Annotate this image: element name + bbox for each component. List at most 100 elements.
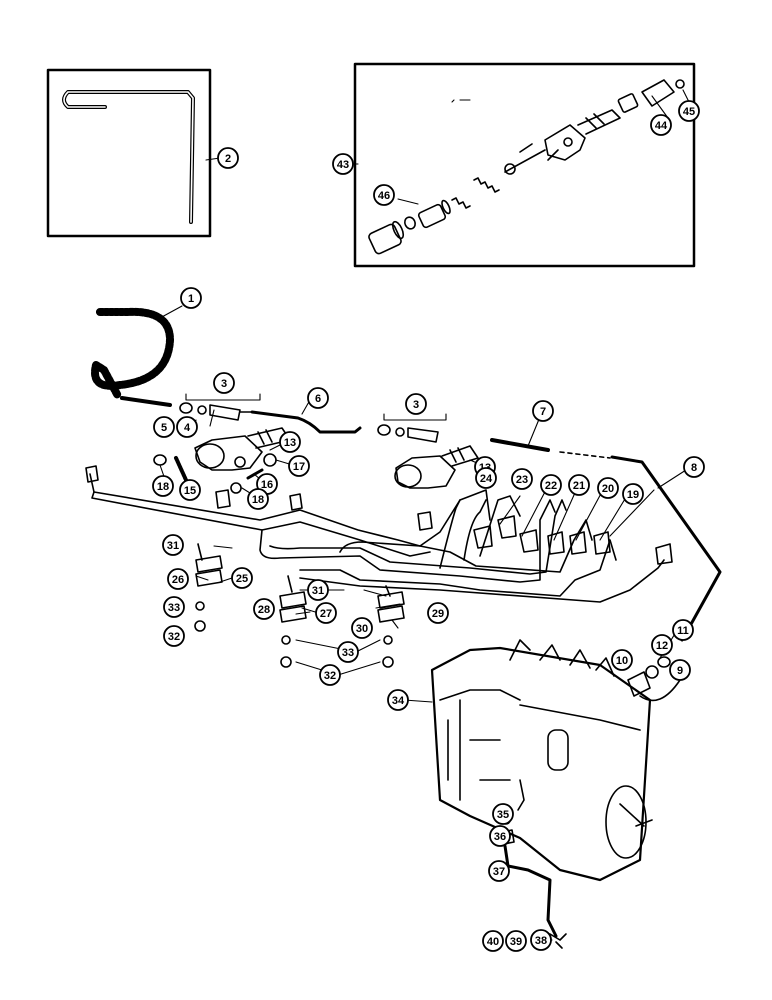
callout-number: 6 [315, 393, 321, 405]
line-nut-fittings [85, 465, 673, 565]
leader-lines [159, 89, 691, 941]
callout-number: 18 [252, 494, 264, 506]
callout-circle [488, 860, 510, 882]
callout-circle [180, 287, 202, 309]
callout-c8: 8 [683, 456, 705, 478]
callout-c26: 26 [167, 568, 189, 590]
callout-c30: 30 [351, 617, 373, 639]
callout-circle [387, 689, 409, 711]
callout-c33a: 33 [163, 596, 185, 618]
callout-c6: 6 [307, 387, 329, 409]
callout-c29: 29 [427, 602, 449, 624]
callout-circle [307, 387, 329, 409]
callout-c2: 2 [217, 147, 239, 169]
callout-circle [373, 184, 395, 206]
callout-circle [213, 372, 235, 394]
callout-c32a: 32 [163, 625, 185, 647]
callout-circle [505, 930, 527, 952]
callout-number: 29 [432, 608, 444, 620]
callout-c44: 44 [650, 114, 672, 136]
callout-number: 10 [616, 655, 628, 667]
bolt-part-16 [246, 468, 264, 480]
callout-circle [176, 416, 198, 438]
callout-circle [532, 400, 554, 422]
callout-c46: 46 [373, 184, 395, 206]
callout-number: 22 [545, 480, 557, 492]
callout-c9: 9 [669, 659, 691, 681]
callout-number: 32 [168, 631, 180, 643]
callout-number: 35 [497, 809, 509, 821]
callout-number: 30 [356, 623, 368, 635]
injector-right [394, 445, 479, 489]
callout-number: 3 [221, 378, 227, 390]
callout-circle [315, 602, 337, 624]
callout-circle [351, 617, 373, 639]
callout-circle [332, 153, 354, 175]
callout-number: 3 [413, 399, 419, 411]
callout-number: 39 [510, 936, 522, 948]
injection-line-bundle [89, 473, 665, 603]
callout-circle [482, 930, 504, 952]
callout-number: 28 [258, 604, 270, 616]
callout-number: 43 [337, 159, 349, 171]
callout-c19: 19 [622, 483, 644, 505]
callout-circle [217, 147, 239, 169]
callout-number: 34 [392, 695, 405, 707]
callout-c35: 35 [492, 803, 514, 825]
callout-number: 24 [480, 473, 493, 485]
callout-number: 33 [168, 602, 180, 614]
callout-c5: 5 [153, 416, 175, 438]
callout-number: 26 [172, 574, 184, 586]
clamp-set-middle [279, 575, 307, 668]
tee-fitting-right [377, 424, 439, 443]
callout-c34: 34 [387, 689, 409, 711]
callout-c33b: 33 [337, 641, 359, 663]
callout-number: 36 [494, 831, 506, 843]
callout-c1: 1 [180, 287, 202, 309]
callout-number: 4 [184, 422, 191, 434]
inset-left-frame [46, 68, 212, 238]
callout-circle [405, 393, 427, 415]
flex-line-part-1 [91, 307, 174, 400]
callout-c38: 38 [530, 929, 552, 951]
callout-c11: 11 [672, 619, 694, 641]
callout-number: 2 [225, 153, 231, 165]
callout-number: 11 [677, 625, 689, 637]
callout-circle [672, 619, 694, 641]
callout-number: 8 [691, 462, 697, 474]
callout-circle [231, 567, 253, 589]
callout-c22: 22 [540, 474, 562, 496]
callout-number: 40 [487, 936, 499, 948]
callout-circle [307, 579, 329, 601]
callout-circle [678, 100, 700, 122]
tube-part-7 [490, 438, 550, 452]
tube-part-6 [250, 410, 362, 434]
injector-left [194, 427, 291, 471]
callout-c31a: 31 [162, 534, 184, 556]
callout-circle [489, 825, 511, 847]
callout-number: 5 [161, 422, 167, 434]
callout-number: 17 [293, 461, 305, 473]
callout-number: 25 [236, 573, 248, 585]
nut-part-18-right [230, 482, 242, 494]
callout-c45: 45 [678, 100, 700, 122]
callout-c23: 23 [511, 468, 533, 490]
callout-c10: 10 [611, 649, 633, 671]
callout-c18b: 18 [247, 488, 269, 510]
callout-number: 20 [602, 483, 614, 495]
callout-c18a: 18 [152, 475, 174, 497]
nut-part-18-left [153, 454, 167, 466]
inset-right-frame [353, 62, 696, 268]
callout-circle [247, 488, 269, 510]
callout-c32b: 32 [319, 664, 341, 686]
callout-circle [279, 431, 301, 453]
callout-circle [253, 598, 275, 620]
callout-number: 21 [573, 480, 585, 492]
callout-number: 37 [493, 866, 505, 878]
callout-labels: 1243464445334567813131516171818192021222… [152, 100, 705, 952]
callout-circle [319, 664, 341, 686]
injection-pump-part-34 [430, 639, 653, 882]
callout-c15: 15 [179, 479, 201, 501]
